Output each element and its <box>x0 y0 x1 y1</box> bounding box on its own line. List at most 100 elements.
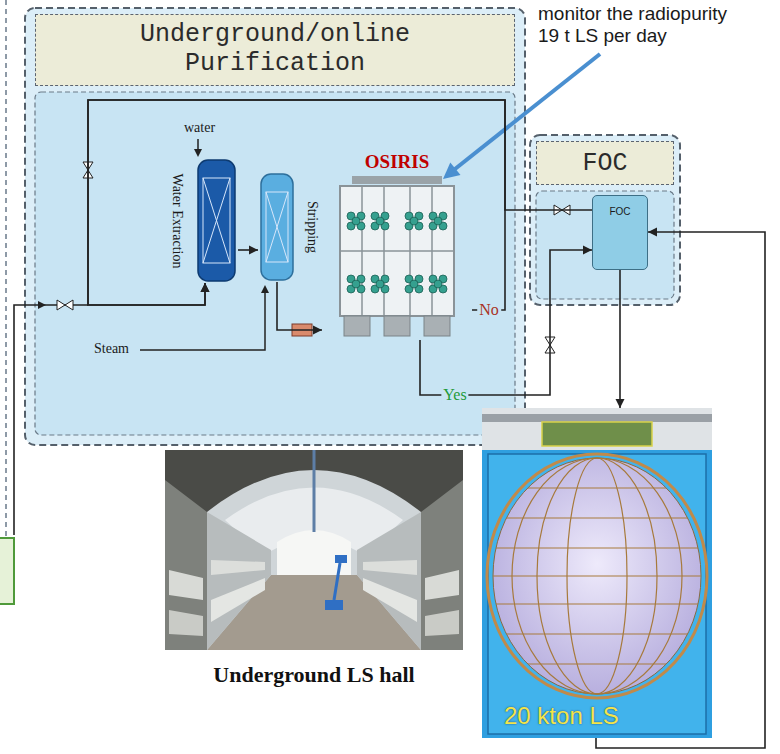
hall-photo-part <box>211 578 265 622</box>
detector-drawing-part <box>487 454 707 698</box>
detector-drawing-part <box>528 487 666 488</box>
flow-connector <box>238 246 258 255</box>
dashed-border <box>5 0 7 600</box>
node-text: Stripping <box>304 201 320 253</box>
hall-photo-part <box>363 560 417 575</box>
title-band: Underground/online Purification <box>35 14 515 86</box>
flow-arrow <box>38 301 46 309</box>
osiris-drawing-part <box>410 280 418 288</box>
arrowhead <box>616 399 625 408</box>
region-outline <box>530 135 680 305</box>
node-text: FOC <box>582 149 627 178</box>
node-text: OSIRIS <box>322 150 472 173</box>
arrowhead <box>313 326 322 335</box>
pipe-line <box>619 270 621 408</box>
hall-photo <box>165 450 463 650</box>
foc-vessel: FOC <box>592 195 648 270</box>
arrowhead <box>201 283 210 292</box>
hall-photo-part <box>169 570 203 600</box>
osiris-drawing-part <box>376 217 384 225</box>
detector-drawing-part <box>506 633 687 634</box>
node-text: 20 kton LS <box>504 702 619 730</box>
osiris-drawing-part <box>434 280 442 288</box>
detector-drawing-part <box>493 575 701 576</box>
vessel-drawing-part <box>203 178 230 263</box>
hall-photo-part <box>357 512 421 650</box>
inlet-label: water <box>184 120 215 136</box>
arrowhead <box>249 246 258 255</box>
hall-photo-part <box>313 450 316 532</box>
detector-drawing-part <box>482 408 712 738</box>
stripping-column: Stripping <box>258 172 326 282</box>
detector-drawing-part <box>488 454 706 734</box>
detector-drawing-part <box>482 414 712 422</box>
central-detector: 20 kton LS <box>482 408 712 738</box>
detector-drawing-part <box>496 603 698 604</box>
edge-label: No <box>477 301 501 319</box>
detector-drawing-part <box>506 517 687 518</box>
vessel-drawing <box>195 158 238 283</box>
osiris-drawing-part <box>410 217 418 225</box>
osiris-drawing-part <box>344 316 370 336</box>
region-outline <box>25 8 525 445</box>
osiris-drawing-part <box>340 186 454 316</box>
node-text: Underground/online Purification <box>125 21 425 79</box>
osiris-drawing-part <box>424 316 450 336</box>
osiris-picture <box>322 176 472 340</box>
osiris-drawing-part <box>340 250 454 252</box>
node-text: Underground LS hall <box>165 450 463 688</box>
arrowhead <box>583 246 592 255</box>
detector-picture <box>482 408 712 738</box>
vessel-drawing-part <box>266 192 288 262</box>
hall-photo-part <box>211 560 265 575</box>
osiris-drawing-part <box>376 280 384 288</box>
vessel-drawing-part <box>266 192 288 262</box>
flow-arrow <box>261 285 269 293</box>
extraction-column: Water Extraction <box>163 158 238 283</box>
column-label-area: Water Extraction <box>163 158 191 283</box>
hall-photo-part <box>363 578 417 622</box>
hall-photo-part <box>165 480 207 650</box>
detector-drawing-part <box>542 422 652 446</box>
hall-photo-part <box>207 512 271 650</box>
arrowhead <box>648 228 657 237</box>
vessel-drawing-part <box>261 174 293 280</box>
osiris-drawing-part <box>340 185 454 187</box>
osiris-drawing <box>322 176 472 340</box>
flow-arrow <box>194 149 202 157</box>
flow-connector <box>616 270 625 408</box>
hall-photo-part <box>335 555 347 563</box>
title-band: FOC <box>536 141 674 185</box>
callout-arrowhead <box>443 163 461 179</box>
hall-photo-part <box>334 563 340 600</box>
detector-drawing-part <box>496 547 698 548</box>
detector-drawing-part <box>482 450 712 738</box>
hall-photo-part <box>165 450 463 650</box>
hall-photo-part <box>325 600 343 610</box>
osiris-drawing-part <box>352 176 442 184</box>
node-text: Water Extraction <box>169 173 185 268</box>
hall-photo-part <box>169 610 203 636</box>
column-label-area: Stripping <box>298 172 326 282</box>
osiris-drawing-part <box>434 217 442 225</box>
vessel-drawing-part <box>203 178 230 263</box>
osiris-drawing-part <box>352 217 360 225</box>
steam-pipe <box>140 292 265 350</box>
detector-drawing <box>482 408 712 738</box>
osiris-drawing-part <box>384 316 410 336</box>
feed-pipe <box>14 305 88 535</box>
detector-drawing-part <box>528 663 666 664</box>
inner-panel <box>35 92 515 435</box>
arrowhead <box>201 283 210 292</box>
vessel-drawing-part <box>266 192 288 262</box>
callout-note: 19 t LS per day <box>538 25 667 47</box>
hall-photo-part <box>425 570 459 600</box>
process-region: Underground/online PurificationWater Ext… <box>25 8 525 445</box>
edge-label: Yes <box>441 386 468 404</box>
vessel-drawing-part <box>203 178 230 263</box>
valve-symbol <box>65 300 73 310</box>
vessel-drawing-part <box>198 160 235 281</box>
foc-region: FOC FOC <box>530 135 680 305</box>
flow-connector <box>277 282 322 335</box>
